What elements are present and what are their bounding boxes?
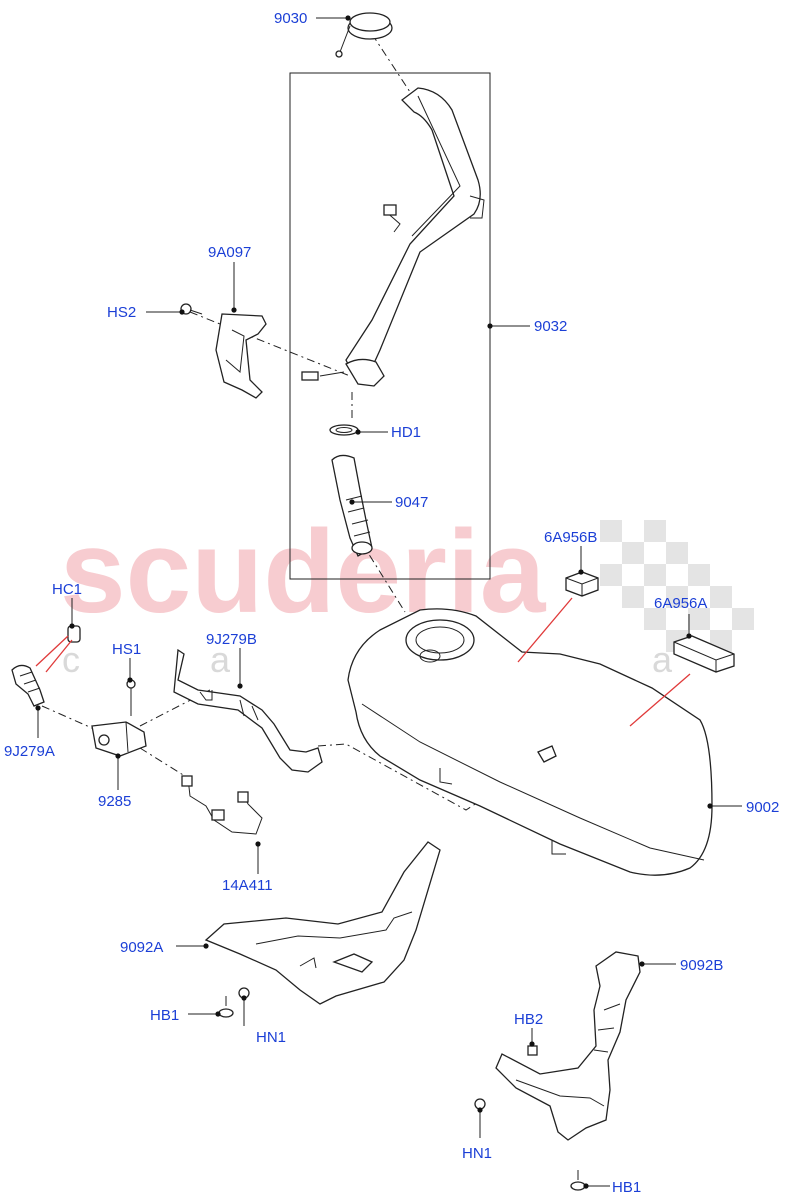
callout-hs1: HS1: [112, 641, 141, 658]
bolt-hb1-b-part: [570, 1170, 586, 1191]
filler-bracket-part: [215, 313, 267, 399]
vent-pipe-b-part: [173, 648, 323, 773]
callout-9j279b: 9J279B: [206, 631, 257, 648]
tank-pad-b-part: [565, 571, 599, 597]
heat-shield-a-part: [204, 841, 441, 1005]
bolt-hb1-a-part: [218, 996, 234, 1018]
pad-b-pointer: [517, 597, 573, 663]
callout-hn1-a: HN1: [256, 1029, 286, 1046]
callout-9a097: 9A097: [208, 244, 251, 261]
callout-14a411: 14A411: [222, 877, 273, 894]
fuel-tank-part: [347, 608, 713, 876]
callout-hs2: HS2: [107, 304, 136, 321]
callout-9j279a: 9J279A: [4, 743, 55, 760]
callout-9285: 9285: [98, 793, 131, 810]
hose-clamp-part: [329, 424, 359, 436]
callout-labels: 9030 9A097 HS2 9032 HD1 9047 6A956B 6A95…: [4, 10, 779, 1196]
callout-9092b: 9092B: [680, 957, 723, 974]
wiring-harness-part: [181, 775, 263, 835]
filler-hose-part: [331, 454, 373, 557]
filler-neck-part: [301, 87, 485, 387]
callout-6a956b: 6A956B: [544, 529, 597, 546]
tank-pad-a-part: [673, 635, 735, 673]
callout-9032: 9032: [534, 318, 567, 335]
callout-hb2: HB2: [514, 1011, 543, 1028]
checker-flag-logo: [600, 520, 754, 652]
callout-6a956a: 6A956A: [654, 595, 707, 612]
pad-a-pointer: [629, 673, 691, 727]
valve-9285-part: [91, 721, 147, 757]
callout-hn1-b: HN1: [462, 1145, 492, 1162]
callout-9030: 9030: [274, 10, 307, 27]
callout-hb1-a: HB1: [150, 1007, 179, 1024]
hc1-pointer-a: [35, 635, 69, 667]
screw-hs1-part: [126, 679, 136, 716]
callout-9092a: 9092A: [120, 939, 163, 956]
vent-hose-a-part: [11, 664, 45, 707]
heat-shield-b-part: [495, 951, 641, 1141]
callout-9047: 9047: [395, 494, 428, 511]
callout-hd1: HD1: [391, 424, 421, 441]
leader-lines: [35, 15, 742, 1189]
callout-hb1-b: HB1: [612, 1179, 641, 1196]
callout-9002: 9002: [746, 799, 779, 816]
fuel-cap-part: [335, 12, 393, 58]
callout-hc1: HC1: [52, 581, 82, 598]
hc1-pointer-b: [45, 639, 73, 673]
clip-hc1-part: [67, 625, 81, 643]
